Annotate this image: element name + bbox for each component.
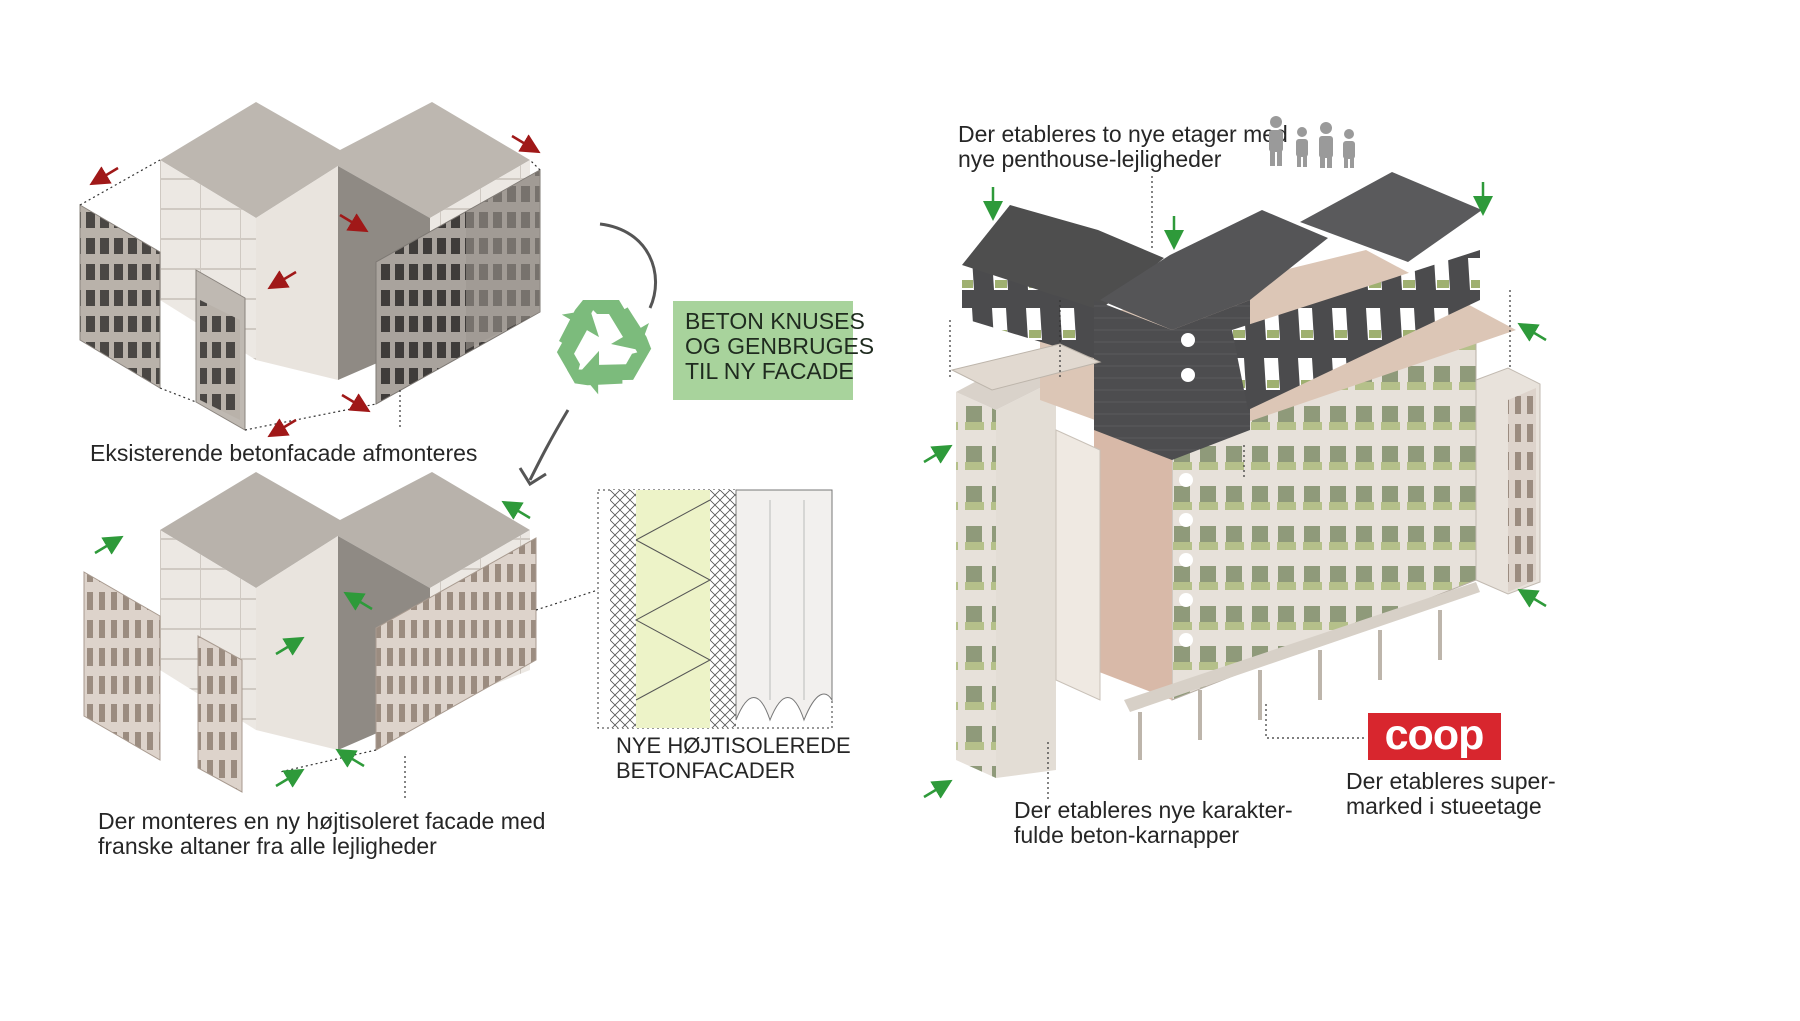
existing-building-exploded (79, 102, 541, 438)
facade-detail-caption-line2: BETONFACADER (616, 758, 795, 783)
people-icon (1269, 116, 1355, 168)
new-facade-building-exploded (83, 472, 599, 800)
karnap-caption-line2: fulde beton-karnapper (1014, 822, 1239, 848)
curved-arrow-icon (518, 222, 658, 487)
coop-logo-text: coop (1385, 711, 1484, 759)
penthouse-caption-line1: Der etableres to nye etager med (958, 121, 1288, 147)
karnap-caption-line1: Der etableres nye karakter- (1014, 797, 1293, 823)
recycle-box-line2: OG GENBRUGES (685, 333, 874, 359)
recycle-box-line1: BETON KNUSES (685, 308, 865, 334)
new-facade-caption-line1: Der monteres en ny højtisoleret facade m… (98, 808, 545, 834)
facade-detail-caption-line1: NYE HØJTISOLEREDE (616, 733, 851, 758)
finished-building (923, 172, 1547, 800)
existing-facade-caption: Eksisterende betonfacade afmonteres (90, 440, 477, 466)
recycle-icon (556, 300, 652, 395)
recycle-box-line3: TIL NY FACADE (685, 358, 854, 384)
supermarket-caption-line2: marked i stueetage (1346, 793, 1542, 819)
facade-section-detail (597, 489, 833, 729)
penthouse-caption-line2: nye penthouse-lejligheder (958, 146, 1222, 172)
coop-logo: coop (1368, 711, 1501, 760)
supermarket-caption-line1: Der etableres super- (1346, 768, 1556, 794)
new-facade-caption-line2: franske altaner fra alle lejligheder (98, 833, 437, 859)
recycle-info-box: BETON KNUSES OG GENBRUGES TIL NY FACADE (673, 301, 874, 400)
